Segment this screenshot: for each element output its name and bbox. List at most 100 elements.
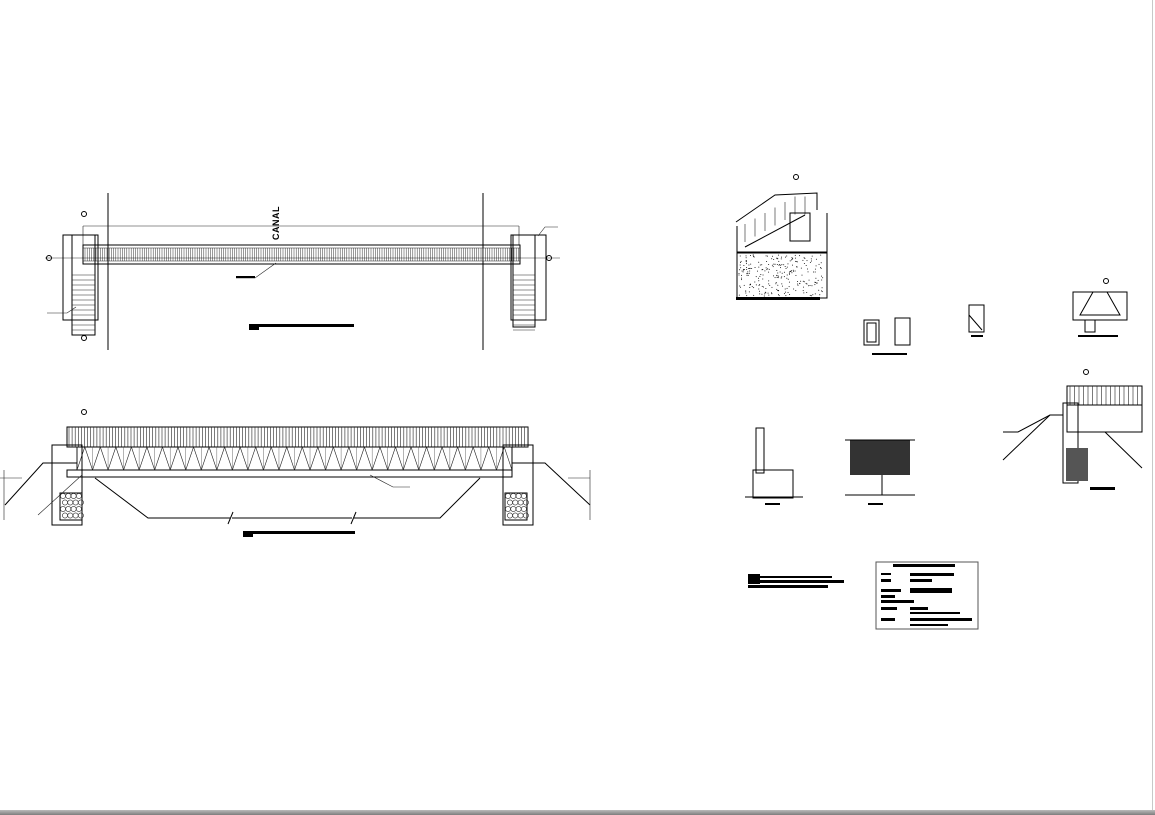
concrete-aggregate <box>746 268 748 270</box>
left-embankment <box>4 462 77 506</box>
truss-diagonal <box>123 446 140 471</box>
concrete-aggregate <box>821 287 823 289</box>
concrete-aggregate <box>758 288 760 290</box>
concrete-aggregate <box>771 264 773 266</box>
beam-detail <box>968 304 985 337</box>
concrete-aggregate <box>802 280 804 282</box>
concrete-aggregate <box>808 285 810 287</box>
concrete-aggregate <box>768 280 770 282</box>
concrete-aggregate <box>778 260 780 262</box>
concrete-aggregate <box>741 279 743 281</box>
truss-diagonal <box>201 446 218 471</box>
concrete-aggregate <box>795 274 797 276</box>
concrete-aggregate <box>797 284 799 286</box>
concrete-aggregate <box>754 281 756 283</box>
gabion-stone <box>78 499 84 506</box>
concrete-aggregate <box>815 277 817 279</box>
general-notes <box>748 574 844 588</box>
truss-diagonal <box>169 446 187 471</box>
leader-line <box>369 474 410 488</box>
concrete-aggregate <box>814 281 816 283</box>
concrete-aggregate <box>779 271 781 273</box>
concrete-aggregate <box>789 273 791 275</box>
truss-diagonal <box>309 446 326 471</box>
concrete-aggregate <box>817 279 819 281</box>
concrete-aggregate <box>777 258 779 260</box>
concrete-aggregate <box>811 260 813 262</box>
leader-line <box>537 226 558 237</box>
truss-diagonal <box>138 446 155 471</box>
bottom-chord <box>66 469 513 478</box>
concrete-aggregate <box>812 294 814 296</box>
concrete-aggregate <box>771 286 773 288</box>
concrete-aggregate <box>776 288 778 290</box>
concrete-aggregate <box>776 258 778 260</box>
concrete-aggregate <box>745 292 747 294</box>
concrete-aggregate <box>793 288 795 290</box>
concrete-aggregate <box>777 277 779 279</box>
gabion-stone <box>70 493 77 499</box>
concrete-aggregate <box>770 292 772 294</box>
concrete-aggregate <box>790 270 792 272</box>
concrete-aggregate <box>747 274 749 276</box>
concrete-aggregate <box>822 277 824 279</box>
concrete-aggregate <box>787 263 789 265</box>
concrete-aggregate <box>749 267 751 269</box>
concrete-aggregate <box>778 264 780 266</box>
concrete-aggregate <box>739 255 741 257</box>
gabion-stone <box>515 493 522 499</box>
concrete-aggregate <box>806 260 808 262</box>
concrete-aggregate <box>738 272 740 274</box>
concrete-aggregate <box>776 277 778 279</box>
concrete-aggregate <box>794 270 796 272</box>
gabion-stone <box>76 506 82 512</box>
gabion-stone <box>505 493 511 499</box>
concrete-aggregate <box>761 293 763 295</box>
concrete-aggregate <box>749 270 751 272</box>
gabion-stone <box>62 512 68 519</box>
concrete-aggregate <box>791 258 793 260</box>
concrete-aggregate <box>767 268 769 270</box>
left-gabion <box>59 492 83 521</box>
concrete-aggregate <box>758 261 760 263</box>
concrete-aggregate <box>788 272 790 274</box>
concrete-aggregate <box>795 290 797 292</box>
concrete-aggregate <box>757 270 759 272</box>
concrete-aggregate <box>762 286 764 288</box>
concrete-aggregate <box>742 268 744 270</box>
truss-diagonal <box>232 446 249 471</box>
right-gabion <box>504 492 528 521</box>
deck-detail <box>845 439 915 505</box>
concrete-aggregate <box>789 294 791 296</box>
concrete-aggregate <box>755 284 757 286</box>
concrete-aggregate <box>740 274 742 276</box>
concrete-aggregate <box>803 292 805 294</box>
concrete-aggregate <box>741 277 743 279</box>
gabion-stone <box>505 506 511 512</box>
concrete-aggregate <box>739 269 741 271</box>
concrete-aggregate <box>777 254 779 256</box>
concrete-stipple <box>738 254 824 297</box>
railing-elevation <box>66 426 529 448</box>
truss-diagonal <box>356 446 373 471</box>
concrete-aggregate <box>799 282 801 284</box>
concrete-aggregate <box>755 276 757 278</box>
concrete-aggregate <box>821 279 823 281</box>
concrete-aggregate <box>768 264 770 266</box>
concrete-aggregate <box>783 293 785 295</box>
truss-diagonal <box>263 446 280 471</box>
horizontal-scrollbar[interactable] <box>0 810 1155 815</box>
concrete-aggregate <box>803 257 805 259</box>
concrete-aggregate <box>762 268 764 270</box>
gabion-stone <box>70 506 77 512</box>
concrete-aggregate <box>811 255 813 257</box>
concrete-aggregate <box>794 254 796 256</box>
concrete-aggregate <box>745 260 747 262</box>
concrete-aggregate <box>787 291 789 293</box>
concrete-aggregate <box>789 260 791 262</box>
concrete-aggregate <box>820 267 822 269</box>
truss-diagonal <box>107 446 124 471</box>
deck-hatch <box>84 248 519 261</box>
concrete-aggregate <box>810 295 812 297</box>
